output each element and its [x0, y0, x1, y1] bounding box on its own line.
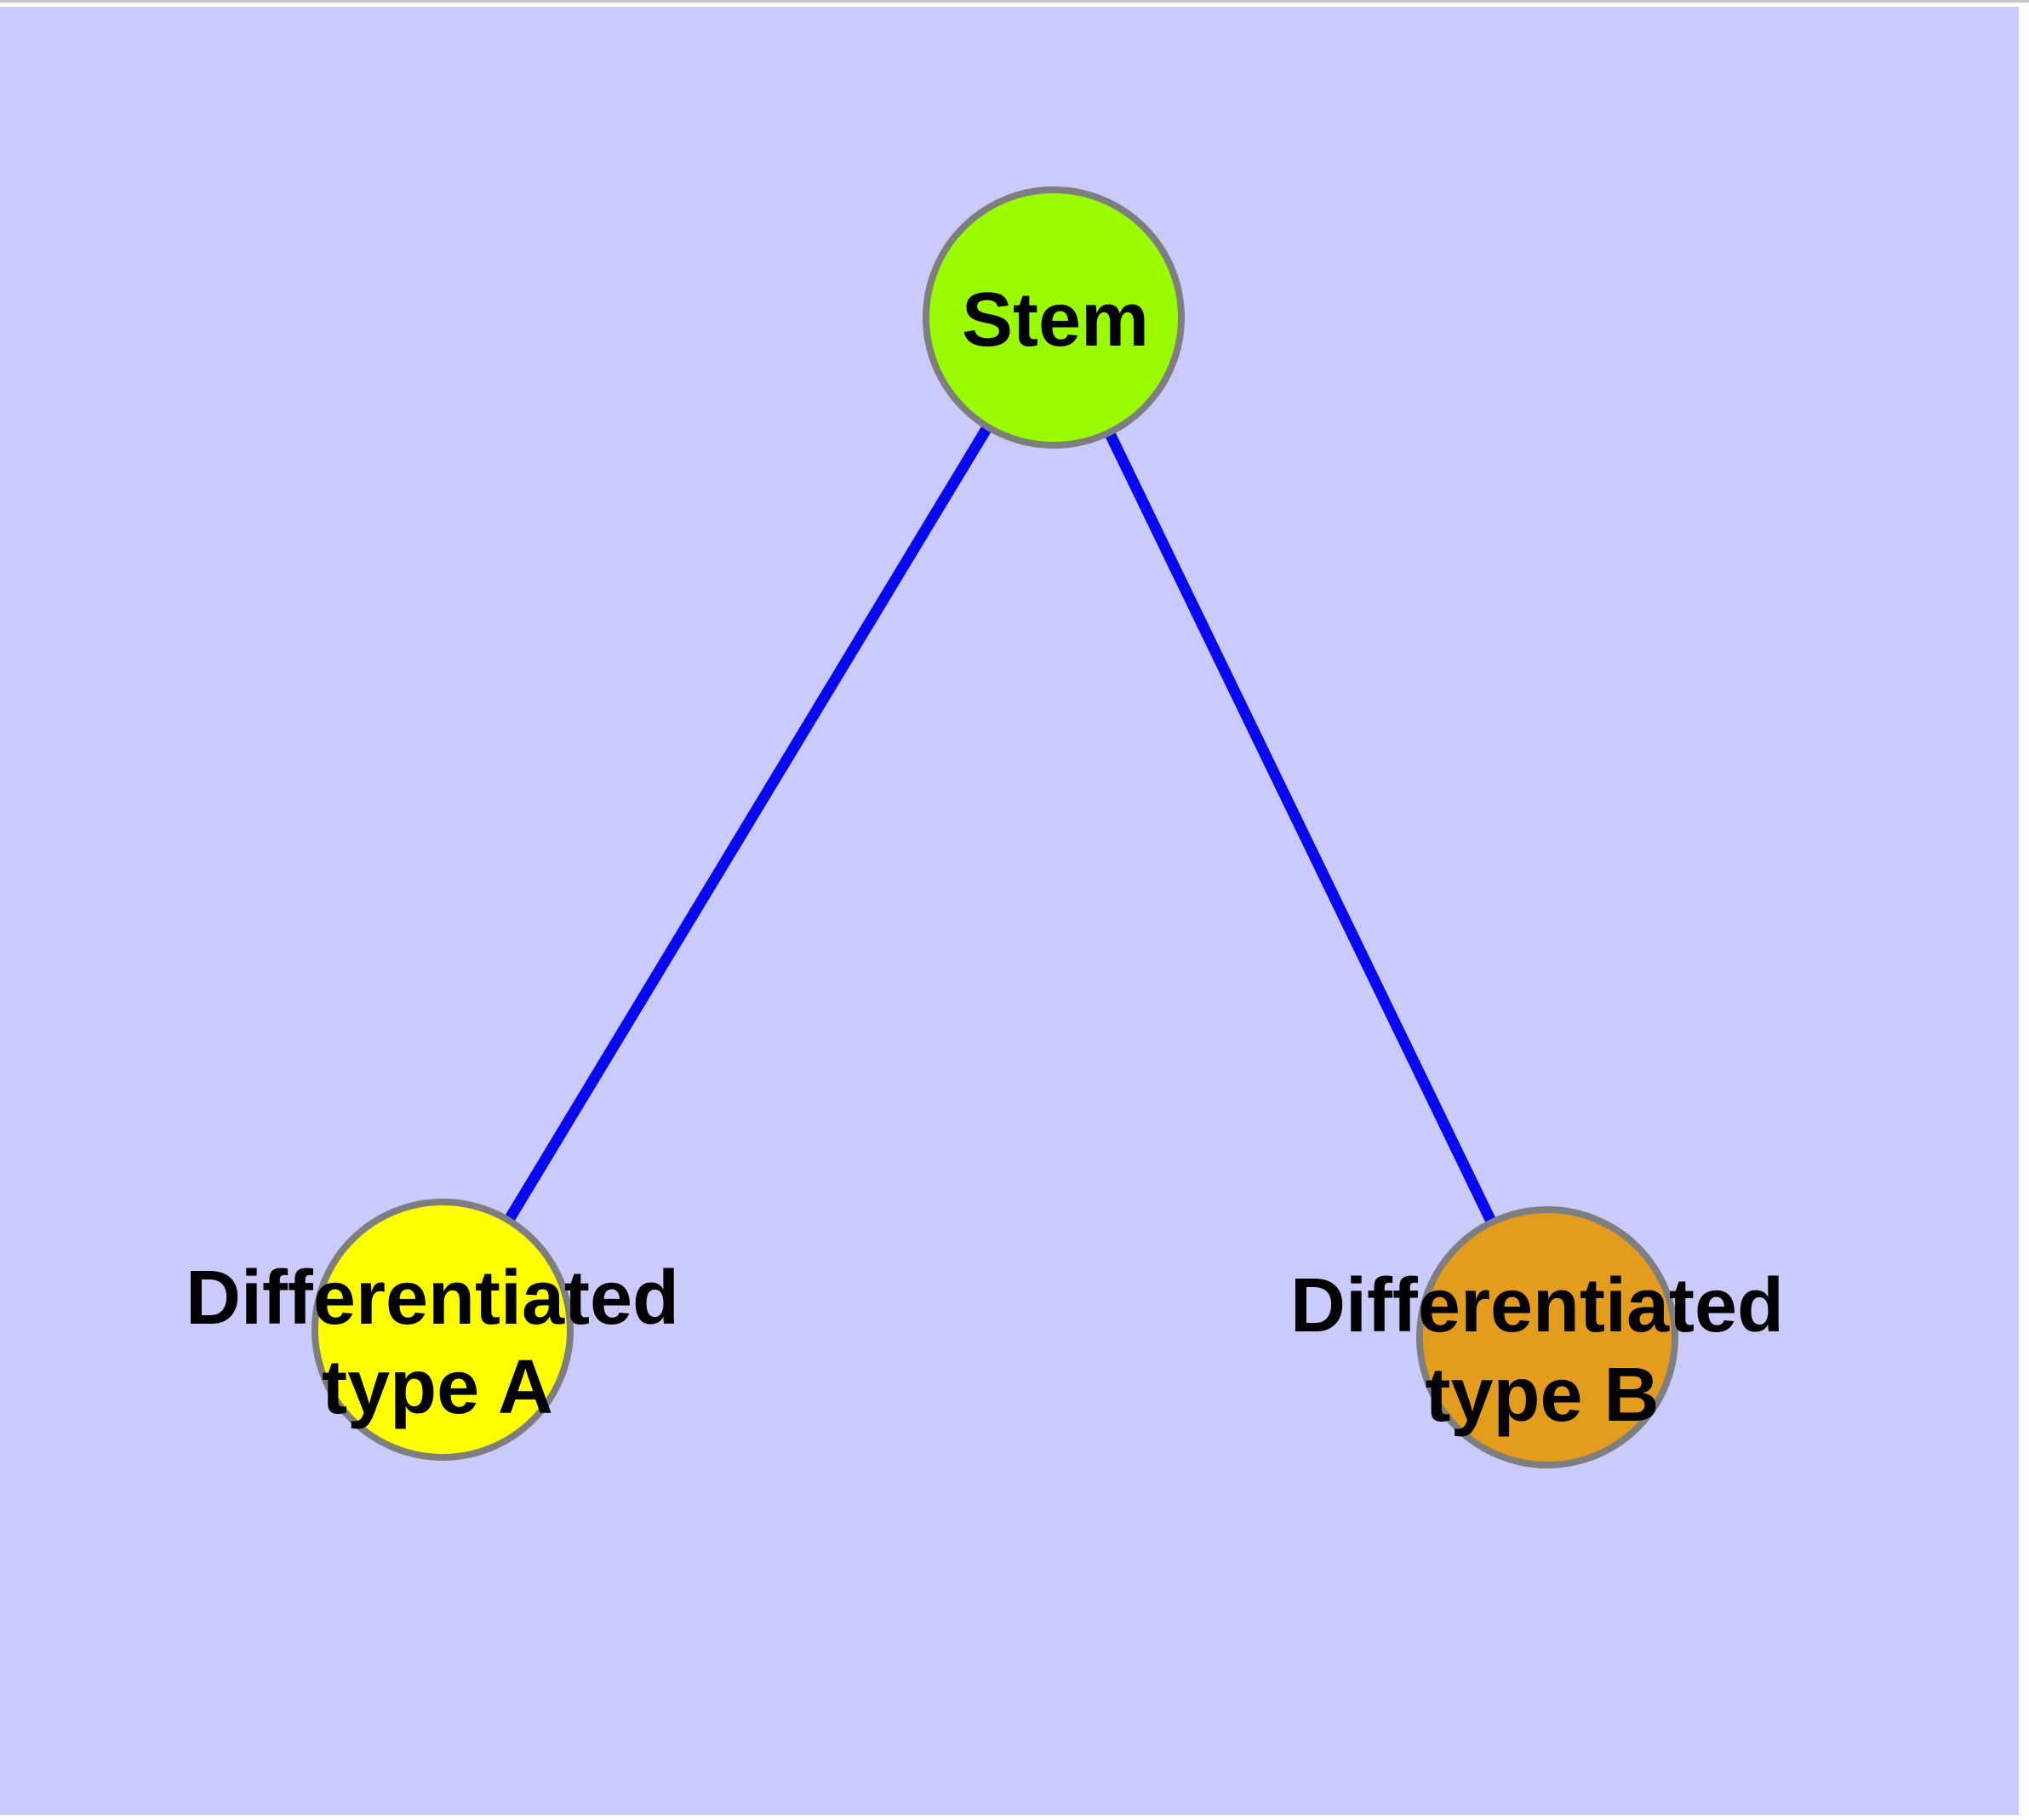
edge-stem-to-type-b	[1049, 315, 1552, 1340]
node-type-a-label-line2: type A	[322, 1345, 553, 1430]
node-stem-label: Stem	[962, 278, 1149, 363]
edge-stem-to-type-a	[437, 314, 1059, 1333]
node-differentiated-type-a-circle	[311, 1199, 574, 1461]
top-hairline	[0, 0, 2029, 3]
node-type-b-label-line1: Differentiated	[1290, 1263, 1784, 1348]
node-stem-circle	[923, 186, 1185, 449]
node-type-b-label-line2: type B	[1425, 1353, 1659, 1438]
node-type-a-label-line1: Differentiated	[186, 1256, 679, 1341]
node-differentiated-type-b-circle	[1416, 1206, 1678, 1468]
